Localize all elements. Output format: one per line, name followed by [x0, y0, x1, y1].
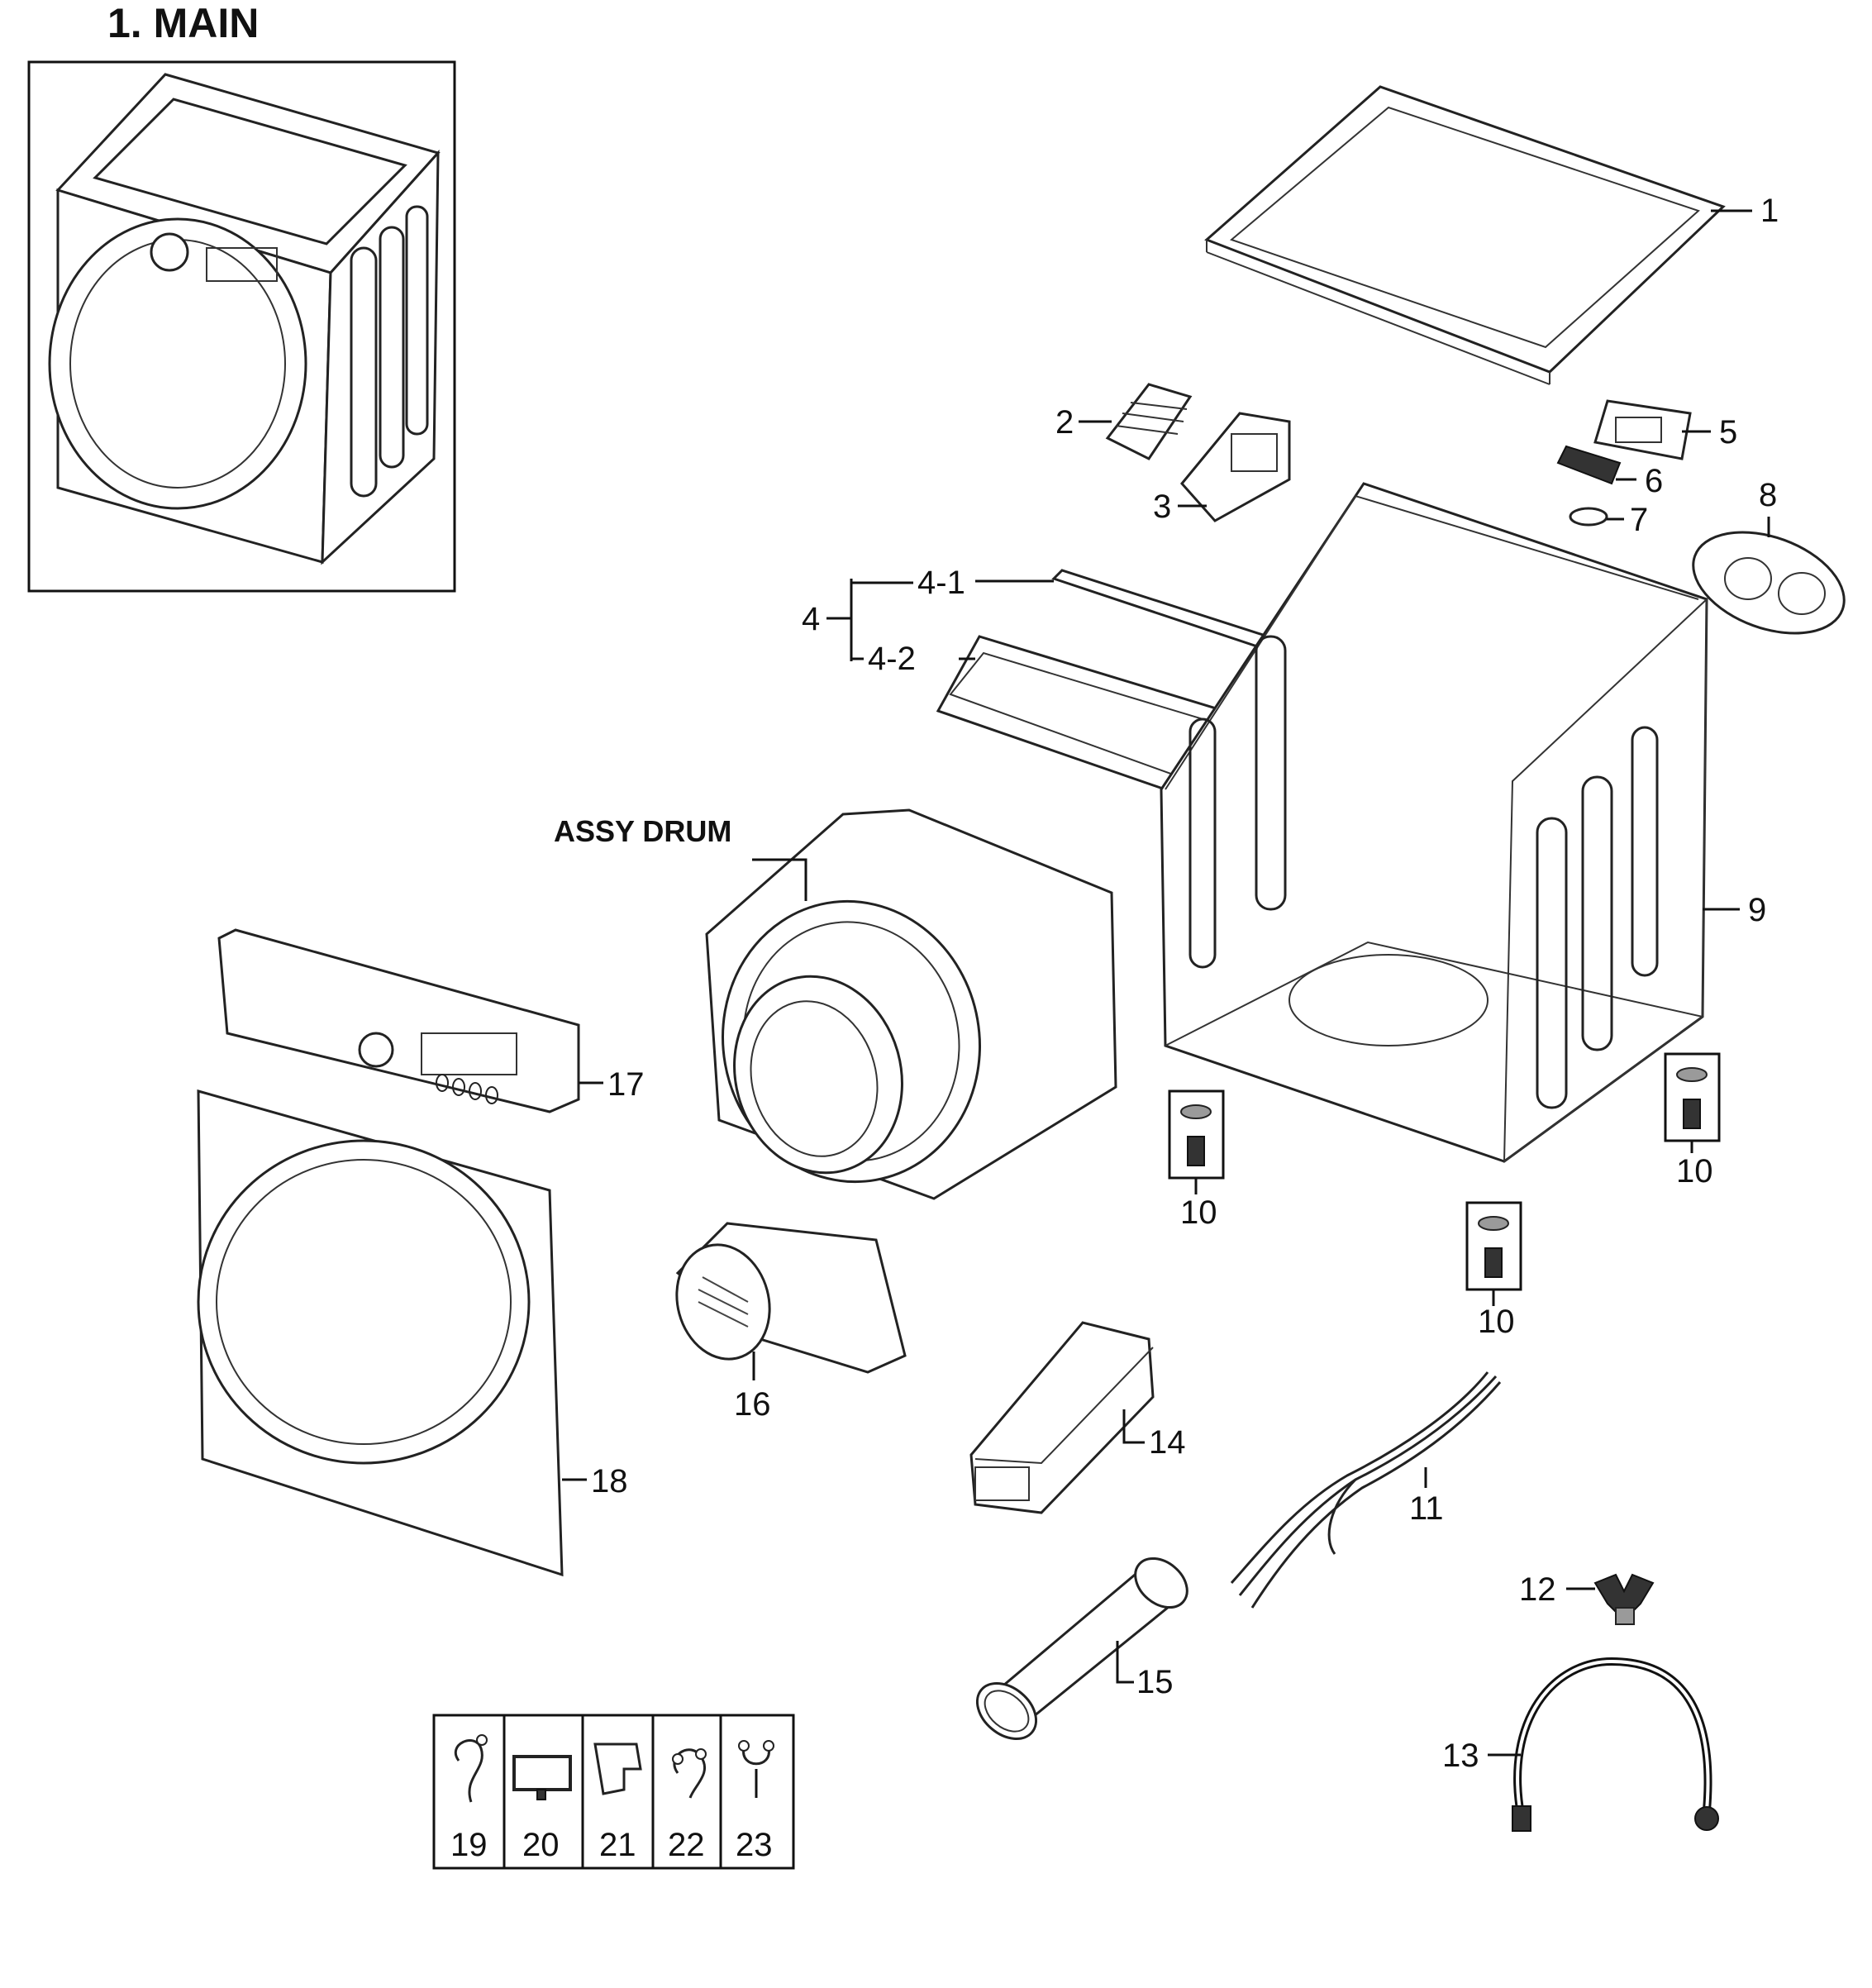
callout-8: 8	[1759, 477, 1777, 513]
callout-18: 18	[591, 1463, 628, 1499]
callout-17: 17	[607, 1066, 645, 1103]
callout-4-1: 4-1	[917, 565, 965, 601]
callout-14: 14	[1149, 1424, 1186, 1461]
callout-10-a: 10	[1180, 1194, 1217, 1231]
part-13-hose	[1512, 1657, 1719, 1832]
part-2-filter	[1105, 383, 1193, 460]
part-8-cover	[1692, 531, 1846, 635]
small-part-label-19: 19	[450, 1827, 488, 1863]
small-part-label-22: 22	[668, 1827, 705, 1863]
part-10-foot-a	[1168, 1089, 1225, 1180]
small-part-label-23: 23	[736, 1827, 773, 1863]
part-12-y-connector	[1593, 1573, 1655, 1625]
assy-drum-label: ASSY DRUM	[554, 814, 731, 848]
part-10-foot-c	[1664, 1052, 1721, 1142]
part-17-control-panel	[217, 928, 580, 1113]
part-15-duct	[975, 1557, 1188, 1740]
part-1-top-cover	[1204, 85, 1726, 385]
callout-15: 15	[1136, 1664, 1174, 1700]
callout-10-c: 10	[1676, 1153, 1713, 1189]
small-part-label-20: 20	[522, 1827, 560, 1863]
callout-12: 12	[1519, 1571, 1556, 1608]
part-3-bracket	[1180, 412, 1291, 522]
reference-dryer-illustration	[27, 60, 456, 593]
callout-6: 6	[1645, 463, 1663, 499]
part-16-blower	[675, 1222, 907, 1374]
callout-10-b: 10	[1478, 1304, 1515, 1340]
small-part-label-21: 21	[599, 1827, 636, 1863]
callout-7: 7	[1630, 502, 1648, 538]
part-18-front-panel	[197, 1089, 564, 1577]
callout-3: 3	[1153, 489, 1171, 525]
part-10-foot-b	[1465, 1201, 1522, 1291]
part-14-heater	[969, 1321, 1155, 1514]
part-6-grill	[1556, 445, 1622, 485]
callout-2: 2	[1055, 404, 1074, 441]
part-21-holder	[593, 1742, 642, 1795]
part-7-ring	[1569, 507, 1608, 527]
part-11-harness	[1230, 1371, 1502, 1609]
callout-4-2: 4-2	[868, 641, 916, 677]
callout-13: 13	[1442, 1738, 1479, 1774]
part-19-clip	[454, 1734, 488, 1803]
part-9-cabinet	[1160, 482, 1708, 1163]
part-5-pcb	[1593, 399, 1692, 460]
callout-5: 5	[1719, 414, 1737, 451]
callout-4: 4	[802, 601, 820, 637]
callout-1: 1	[1760, 193, 1779, 229]
callout-9: 9	[1748, 892, 1766, 928]
part-22-clip	[672, 1748, 707, 1799]
callout-16: 16	[734, 1386, 771, 1423]
part-23-clip	[738, 1740, 774, 1798]
small-parts-grid: 19 20 21 22 23	[432, 1714, 795, 1870]
assy-drum	[705, 808, 1117, 1200]
callout-11: 11	[1409, 1490, 1444, 1527]
diagram-title: 1. MAIN	[107, 0, 259, 46]
part-20-bracket	[512, 1755, 572, 1800]
